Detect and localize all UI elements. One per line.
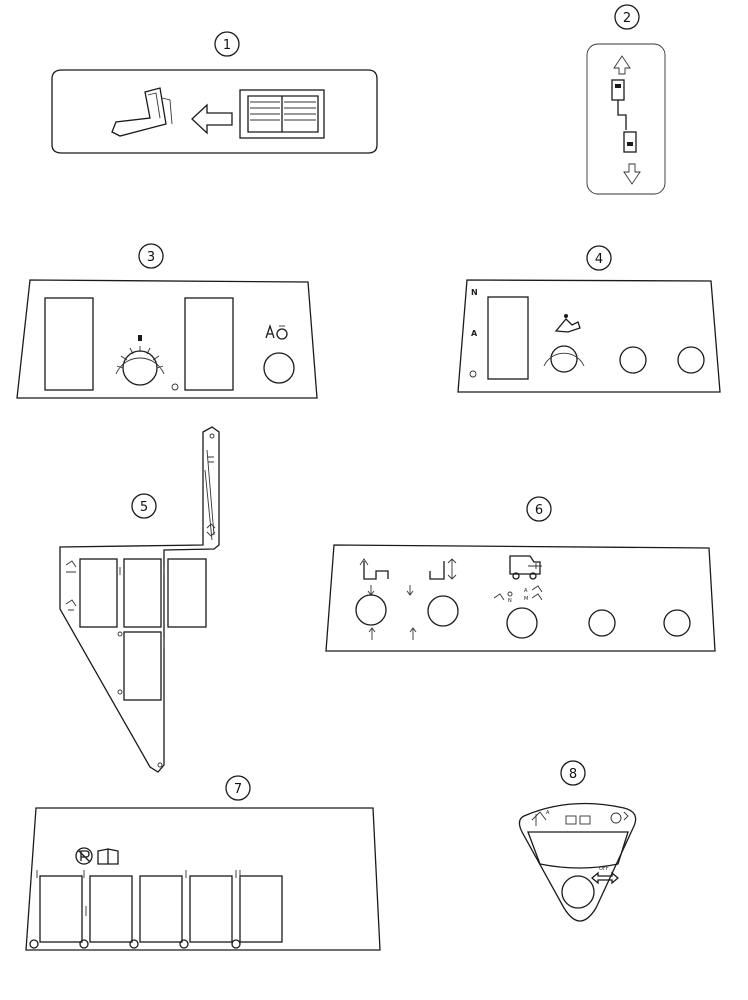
lift-up-icon — [359, 558, 389, 596]
seat-icon — [111, 87, 173, 137]
parking-brake-icon — [75, 847, 93, 865]
svg-text:OFF: OFF — [599, 866, 609, 872]
svg-text:N: N — [508, 598, 512, 604]
callout-4: 4 — [586, 245, 612, 271]
svg-text:3: 3 — [147, 250, 155, 265]
arrow-left-icon — [191, 103, 233, 135]
svg-text:N: N — [471, 288, 478, 297]
dial-icon — [543, 345, 585, 373]
svg-text:5: 5 — [140, 500, 148, 515]
arrow-up-icon — [613, 55, 631, 75]
fan-icon — [610, 811, 629, 824]
callout-5: 5 — [131, 493, 157, 519]
arrow-left-right-icon — [590, 871, 620, 885]
svg-text:M: M — [524, 596, 528, 602]
decal-1-seat-manual — [51, 69, 378, 154]
callout-3: 3 — [138, 243, 164, 269]
decal-2-shift-pattern — [586, 43, 666, 195]
window-icon — [565, 815, 591, 825]
pto-icon — [509, 555, 542, 580]
svg-text:A: A — [471, 329, 478, 338]
operator-lift-icon — [554, 314, 581, 333]
svg-text:4: 4 — [595, 252, 603, 267]
decal-4-panel: N A — [457, 279, 721, 393]
svg-text:8: 8 — [569, 767, 577, 782]
svg-text:A: A — [546, 810, 550, 816]
manual-book-icon — [97, 848, 119, 865]
svg-text:2: 2 — [623, 11, 631, 26]
decal-3-panel — [16, 279, 318, 399]
svg-text:1: 1 — [223, 38, 231, 53]
callout-2: 2 — [614, 4, 640, 30]
lift-down-icon — [406, 558, 457, 596]
arrow-up-down-icon — [206, 523, 216, 537]
auto-icon: A — [531, 810, 550, 826]
svg-text:6: 6 — [535, 503, 543, 518]
callout-7: 7 — [225, 775, 251, 801]
decal-6-panel: N A M — [325, 544, 716, 652]
decal-7-panel — [25, 807, 381, 951]
hitch-icon — [65, 560, 77, 611]
speed-dial-icon — [115, 335, 165, 386]
callout-6: 6 — [526, 496, 552, 522]
shift-pattern-icon — [611, 79, 637, 153]
callout-1: 1 — [214, 31, 240, 57]
svg-text:A: A — [524, 588, 528, 594]
decal-8-panel: A OFF — [518, 802, 637, 922]
callout-8: 8 — [560, 760, 586, 786]
auto-mode-icon — [265, 323, 288, 340]
arrow-down-icon — [623, 163, 641, 185]
svg-text:7: 7 — [234, 782, 242, 797]
decal-5-panel — [59, 426, 220, 773]
manual-book-icon — [239, 89, 325, 139]
